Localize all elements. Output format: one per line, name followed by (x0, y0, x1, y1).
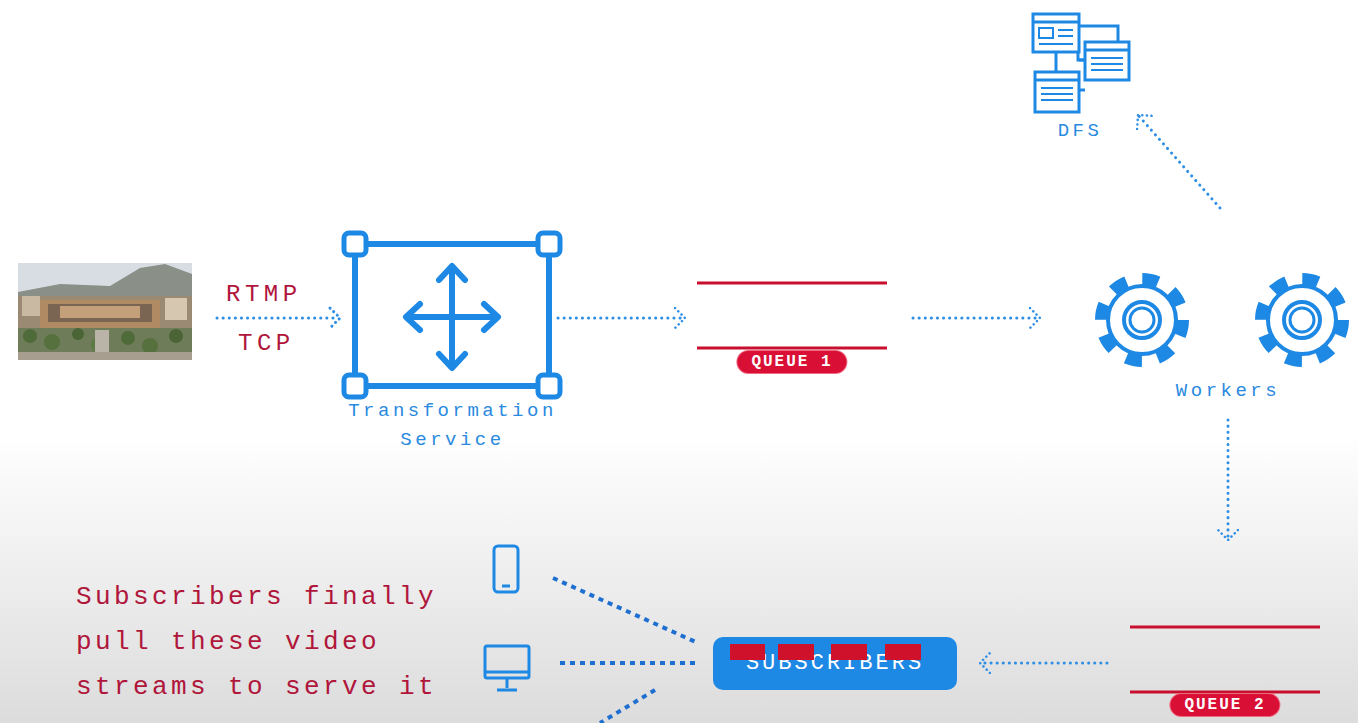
queue-node: QUEUE 2 (1130, 624, 1320, 723)
flow-arrow (980, 662, 1107, 665)
dfs-icon (1030, 10, 1130, 120)
transform-icon (340, 238, 565, 398)
stadium-photo (18, 263, 192, 360)
service-node: Transformation Service (340, 238, 565, 460)
flow-arrow (1138, 115, 1220, 208)
protocol-label: TCP (238, 329, 358, 359)
subscribers-box: SUBSCRIBERS (713, 637, 957, 690)
monitor-icon (485, 646, 529, 690)
storage-node: DFS (1030, 10, 1130, 148)
note-text: Subscribers finally pull these video str… (76, 575, 476, 710)
queue-node: QUEUE 1 (697, 280, 887, 375)
redaction-blocks (730, 644, 921, 660)
phone-icon (494, 546, 518, 592)
node-label: DFS (1030, 119, 1130, 143)
flow-arrow (1227, 420, 1230, 540)
node-label: Workers (1095, 378, 1358, 404)
device-links (553, 578, 698, 723)
gear-icons (1095, 270, 1358, 380)
node-label: Transformation Service (340, 397, 565, 455)
queue-label: QUEUE 2 (1170, 694, 1279, 716)
protocol-label: RTMP (226, 280, 346, 310)
flow-arrow (913, 317, 1040, 320)
queue-label: QUEUE 1 (737, 351, 846, 373)
queue-lines (697, 280, 887, 355)
input-arrow (217, 308, 340, 328)
worker-node: Workers (1095, 270, 1358, 410)
node-label: SUBSCRIBERS (713, 649, 957, 679)
queue-lines (1130, 624, 1320, 699)
flow-arrow (558, 317, 685, 320)
